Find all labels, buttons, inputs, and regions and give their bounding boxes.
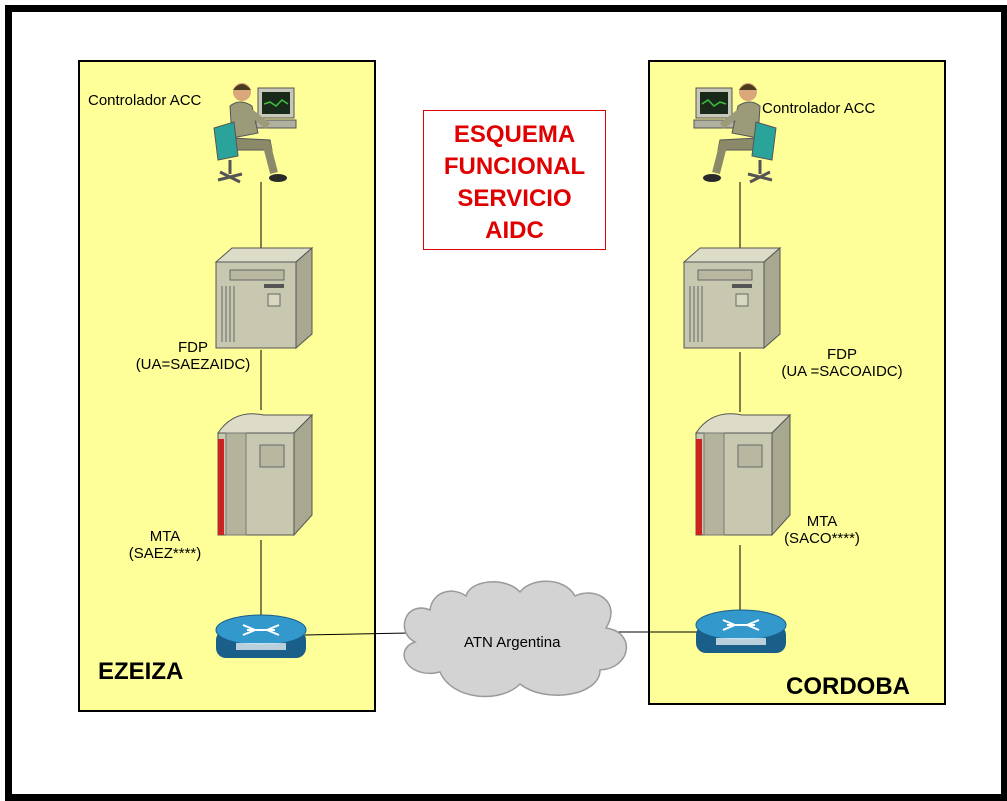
title-line: ESQUEMA — [453, 121, 576, 148]
mta-server-icon — [217, 413, 314, 537]
right-fdp-label: FDP (UA =SACOAIDC) — [762, 346, 922, 380]
controller-person-icon — [213, 83, 297, 184]
left-mta-name: MTA — [149, 528, 181, 545]
router-icon — [695, 609, 787, 653]
title-line: FUNCIONAL — [443, 153, 586, 180]
cordoba-zone — [648, 60, 946, 705]
left-link-router-cloud — [304, 632, 411, 636]
left-fdp-name: FDP — [178, 339, 208, 356]
right-controller-label: Controlador ACC — [762, 100, 876, 117]
right-mta-code: (SACO****) — [784, 530, 860, 547]
mta-server-icon — [695, 413, 792, 537]
router-icon — [215, 614, 307, 658]
right-fdp-name: FDP — [827, 346, 857, 363]
diagram-title-box: ESQUEMA FUNCIONAL SERVICIO AIDC — [423, 110, 606, 250]
controller-person-icon — [693, 83, 777, 184]
right-mta-name: MTA — [806, 513, 838, 530]
right-mta-label: MTA (SACO****) — [772, 513, 872, 547]
title-line: SERVICIO — [457, 185, 572, 212]
fdp-server-icon — [682, 246, 782, 350]
ezeiza-zone — [78, 60, 376, 712]
left-mta-code: (SAEZ****) — [128, 545, 202, 562]
left-fdp-label: FDP (UA=SAEZAIDC) — [78, 339, 308, 373]
right-fdp-ua: (UA =SACOAIDC) — [781, 363, 903, 380]
cloud-icon — [403, 580, 627, 698]
left-fdp-ua: (UA=SAEZAIDC) — [135, 356, 251, 373]
title-line: AIDC — [485, 217, 544, 244]
left-site-label: EZEIZA — [98, 658, 184, 685]
right-site-label: CORDOBA — [786, 673, 910, 700]
network-label: ATN Argentina — [464, 634, 561, 651]
left-mta-label: MTA (SAEZ****) — [100, 528, 230, 562]
left-controller-label: Controlador ACC — [88, 92, 202, 109]
fdp-server-icon — [214, 246, 314, 350]
